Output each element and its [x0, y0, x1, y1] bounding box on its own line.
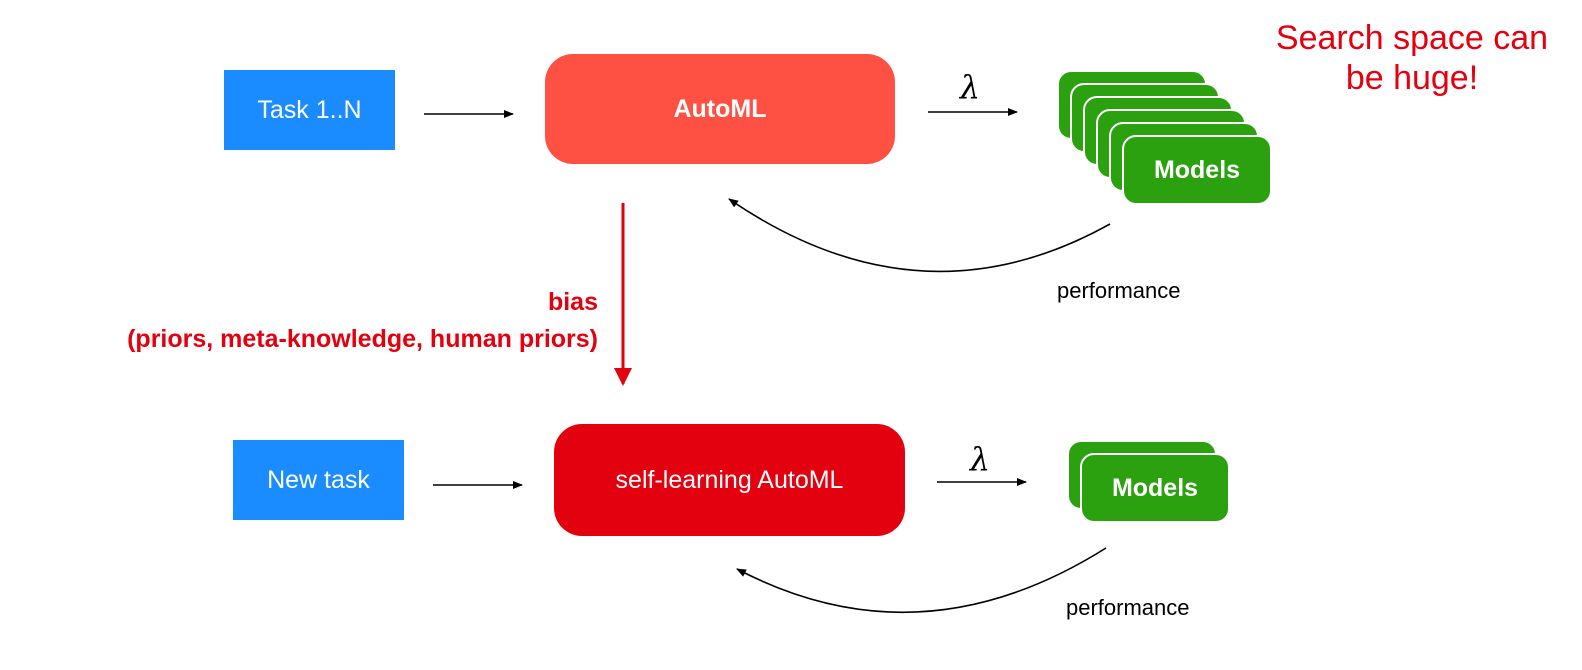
- performance-label-bottom: performance: [1066, 595, 1190, 620]
- models-label-top: Models: [1153, 155, 1241, 184]
- performance-label-top: performance: [1057, 278, 1181, 303]
- automl-box: AutoML: [545, 54, 895, 164]
- task-1-n-box: Task 1..N: [224, 70, 395, 150]
- search-space-note-line1: Search space can: [1275, 19, 1549, 57]
- model-card-bottom-front: Models: [1080, 453, 1230, 523]
- new-task-box: New task: [233, 440, 404, 520]
- models-label-bottom: Models: [1111, 473, 1199, 502]
- bias-annotation: bias (priors, meta-knowledge, human prio…: [127, 284, 598, 358]
- model-card-front: Models: [1122, 135, 1272, 205]
- task-1-n-label: Task 1..N: [257, 95, 362, 124]
- self-learning-automl-label: self-learning AutoML: [615, 465, 844, 494]
- automl-label: AutoML: [673, 94, 767, 123]
- arrow-performance-feedback-bottom: [736, 547, 1107, 613]
- new-task-label: New task: [267, 465, 370, 494]
- bias-detail: (priors, meta-knowledge, human priors): [127, 325, 598, 353]
- arrow-performance-feedback-top: [728, 198, 1111, 273]
- bias-title: bias: [547, 288, 598, 316]
- self-learning-automl-box: self-learning AutoML: [554, 424, 905, 536]
- search-space-note-line2: be huge!: [1345, 59, 1479, 97]
- lambda-bottom: λ: [969, 440, 991, 478]
- lambda-top: λ: [959, 68, 981, 106]
- search-space-note: Search space can be huge!: [1257, 18, 1567, 98]
